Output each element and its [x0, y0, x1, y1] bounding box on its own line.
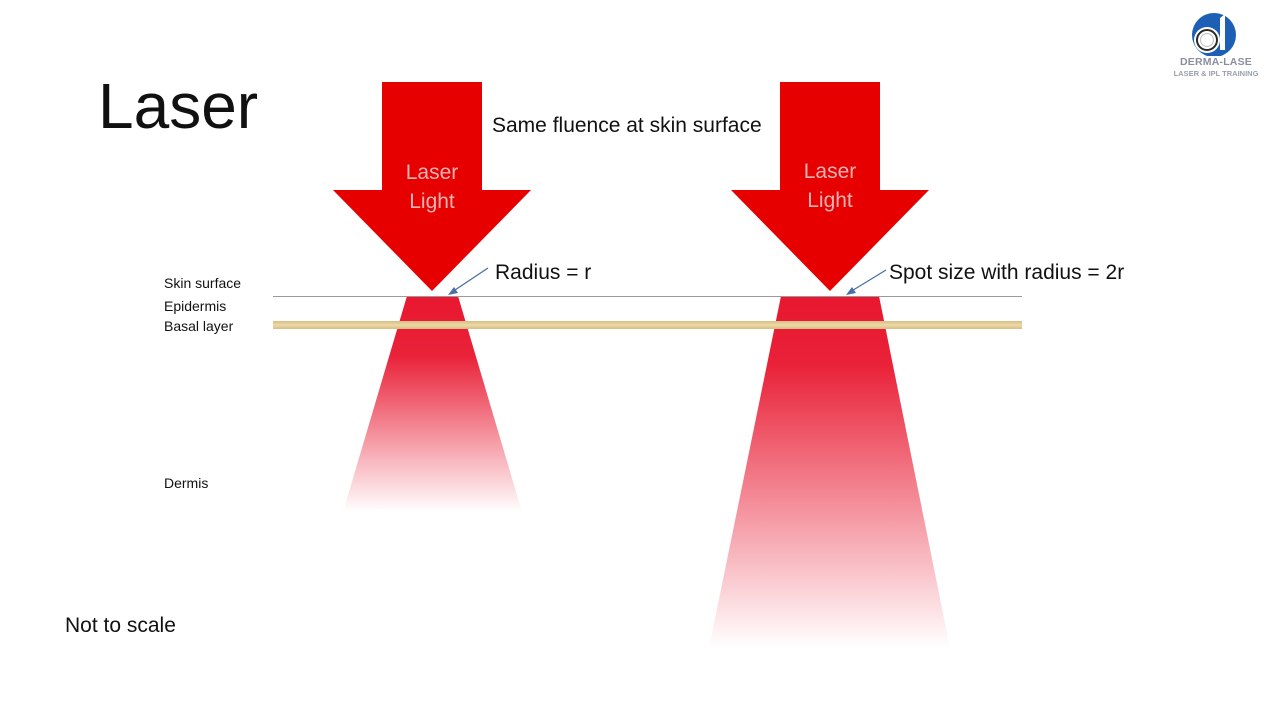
label-skin-surface: Skin surface: [164, 275, 242, 291]
annotation-arrow-radius-r: [448, 267, 489, 295]
fluence-note: Same fluence at skin surface: [492, 114, 762, 137]
basal-layer-band: [273, 321, 1022, 329]
label-basal-layer: Basal layer: [164, 318, 234, 334]
annotation-radius-2r: Spot size with radius = 2r: [889, 261, 1125, 284]
beam-cone-small: [343, 296, 522, 512]
laser-arrow-left-line2: Light: [409, 190, 455, 213]
annotation-arrow-radius-2r: [846, 269, 887, 295]
derma-lase-logo: DERMA-LASE LASER & IPL TRAINING: [1168, 12, 1264, 82]
footnote-not-to-scale: Not to scale: [65, 614, 176, 637]
laser-arrow-right: [731, 82, 929, 291]
logo-name: DERMA-LASE: [1180, 56, 1252, 68]
label-epidermis: Epidermis: [164, 298, 227, 314]
laser-arrow-right-text: Laser Light: [780, 157, 880, 215]
laser-arrow-right-line2: Light: [807, 189, 853, 212]
beam-cone-large: [709, 296, 950, 648]
laser-arrow-left-text: Laser Light: [382, 158, 482, 216]
laser-arrow-left-line1: Laser: [405, 161, 459, 184]
laser-arrow-left: [333, 82, 531, 291]
logo-mark-icon: [1192, 13, 1236, 56]
annotation-radius-r: Radius = r: [495, 261, 592, 284]
slide-title: Laser: [98, 70, 259, 142]
label-dermis: Dermis: [164, 475, 209, 491]
logo-tagline: LASER & IPL TRAINING: [1173, 69, 1259, 78]
laser-arrow-right-line1: Laser: [803, 160, 857, 183]
